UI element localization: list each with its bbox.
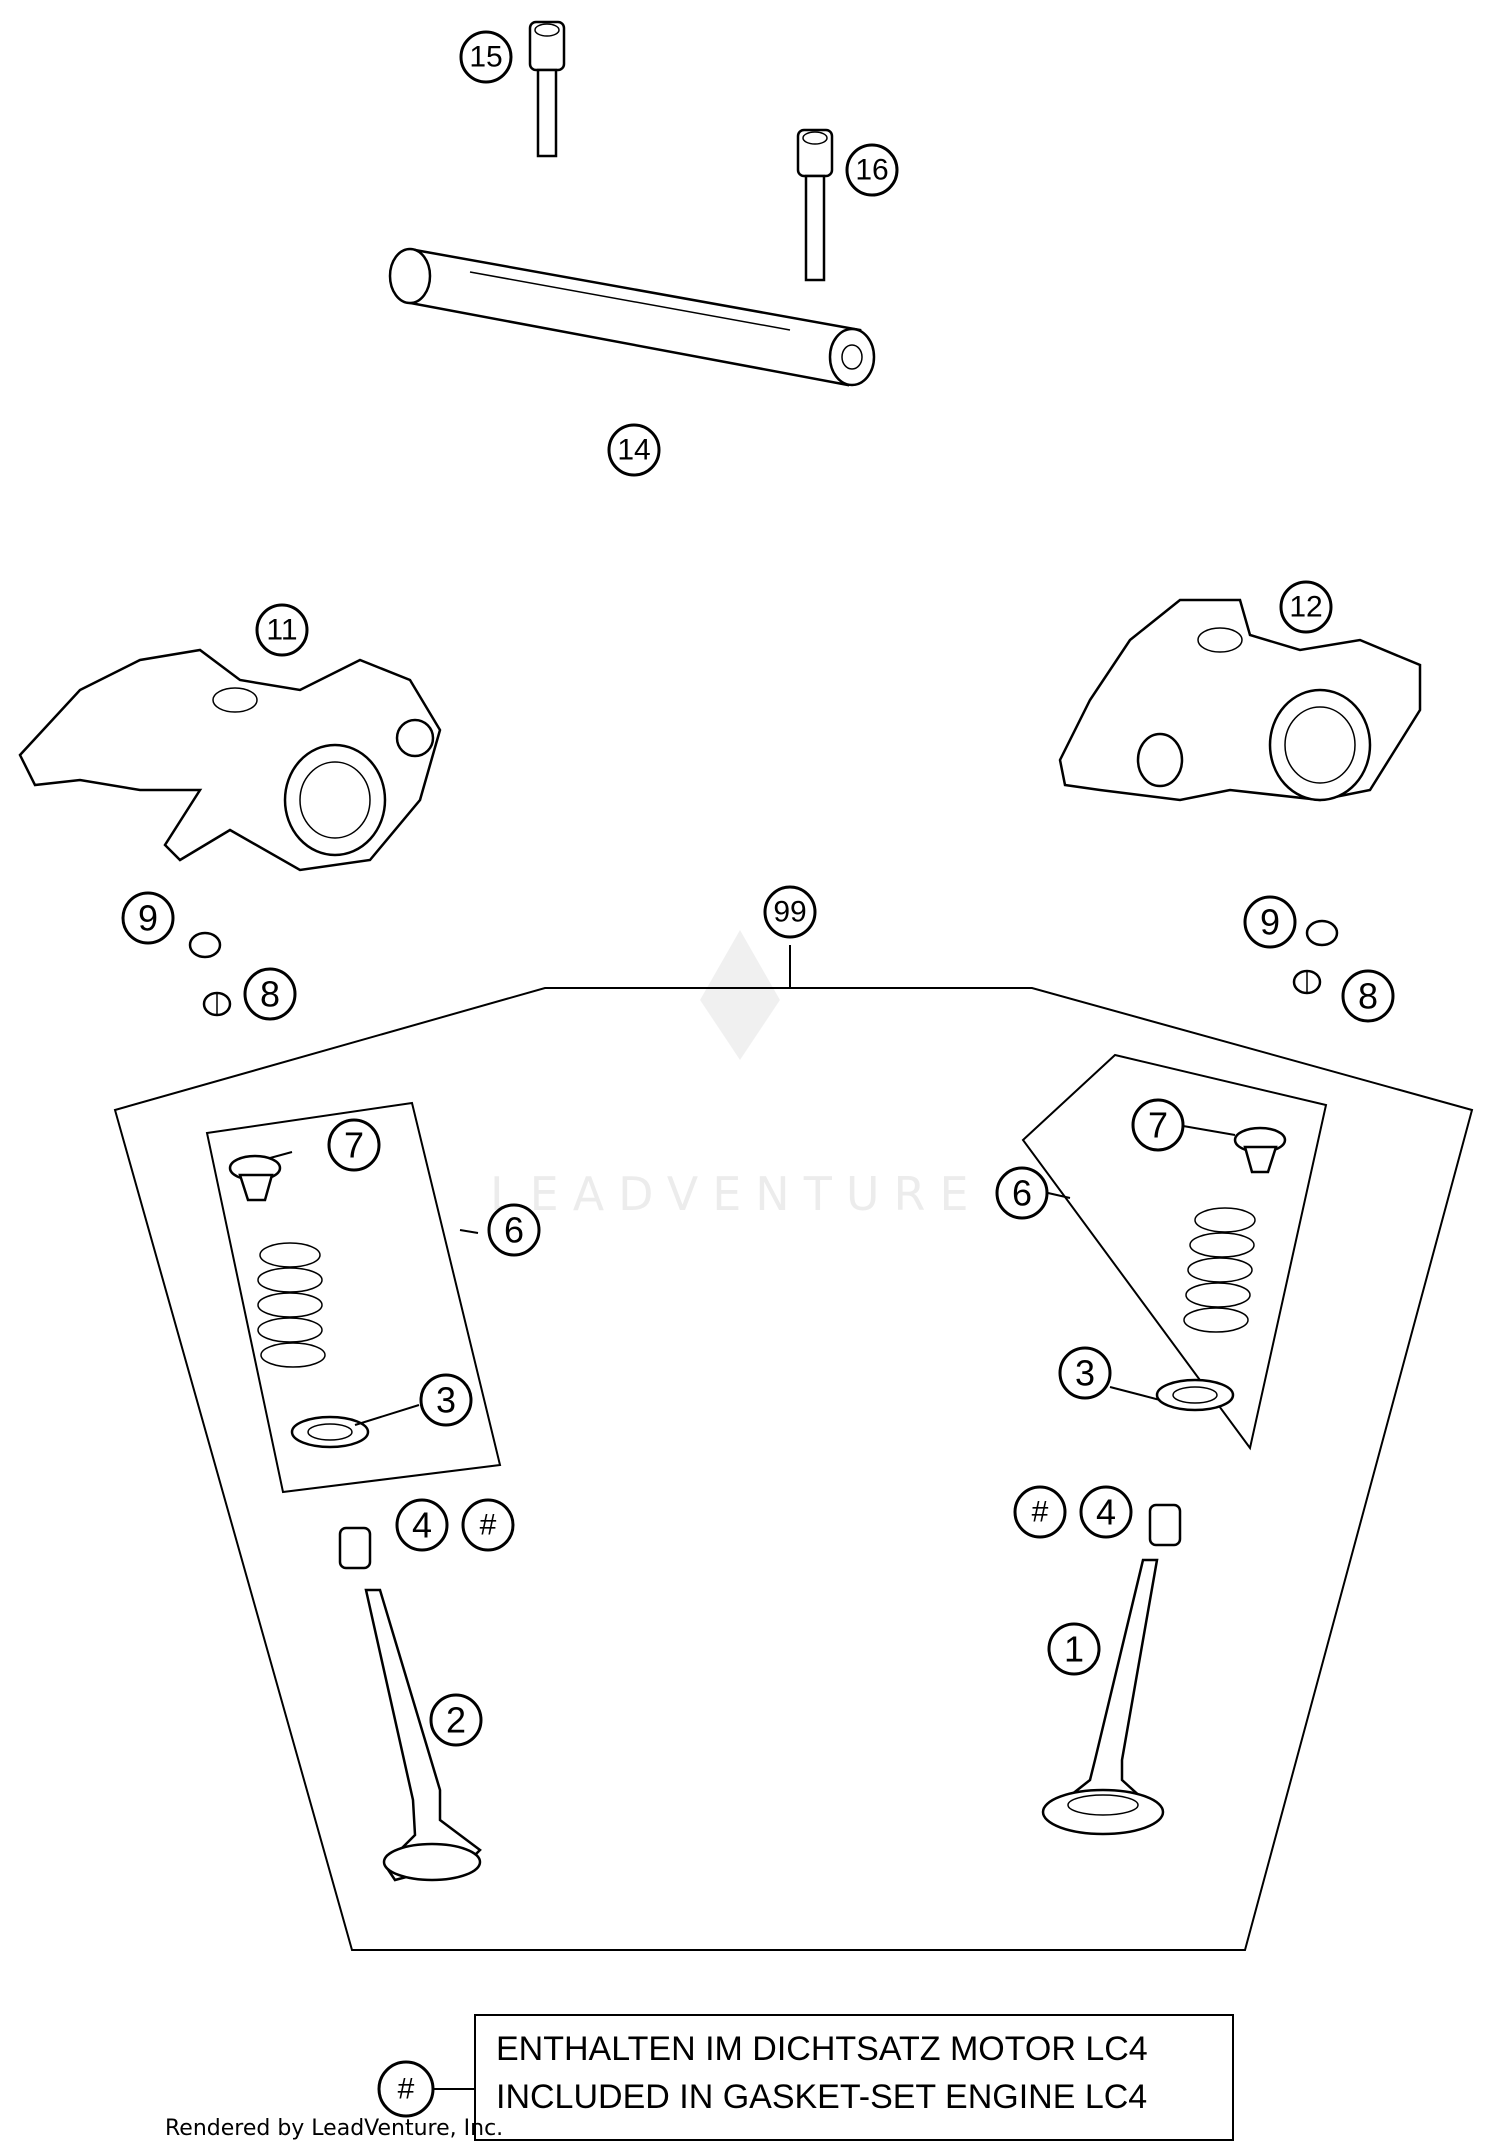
svg-text:2: 2 — [446, 1700, 466, 1741]
svg-text:#: # — [480, 1509, 497, 1542]
svg-text:16: 16 — [855, 154, 888, 187]
callout-3-right: 3 — [1058, 1346, 1112, 1400]
spring-kit-frame-left — [205, 1101, 502, 1494]
watermark-text: LEADVENTURE — [490, 1167, 983, 1221]
callout-2: 2 — [429, 1693, 483, 1747]
callout-4-left: 4 — [395, 1498, 449, 1552]
render-credit: Rendered by LeadVenture, Inc. — [165, 2116, 503, 2141]
svg-text:#: # — [1032, 1496, 1049, 1529]
valve-cap-9-left — [188, 931, 222, 959]
spring-seat-3-right — [1155, 1378, 1235, 1412]
svg-text:12: 12 — [1289, 591, 1322, 624]
callout-12: 12 — [1279, 580, 1333, 634]
callout-6-right: 6 — [995, 1166, 1049, 1220]
valve-cap-9-right — [1305, 919, 1339, 947]
callout-9-left: 9 — [121, 891, 175, 945]
valve-spring-right — [1183, 1207, 1256, 1333]
valve-spring-left — [257, 1242, 326, 1368]
spring-retainer-7-right — [1233, 1126, 1287, 1174]
callout-14: 14 — [607, 423, 661, 477]
svg-text:4: 4 — [1096, 1492, 1116, 1533]
callout-4-right: 4 — [1079, 1485, 1133, 1539]
legend-box — [474, 2014, 1234, 2141]
callout-3-left: 3 — [419, 1373, 473, 1427]
spring-seat-3-left — [290, 1415, 370, 1449]
bolt-15 — [528, 20, 566, 158]
leader-lines — [269, 1121, 1236, 1426]
svg-text:7: 7 — [1148, 1105, 1168, 1146]
legend-line-english: INCLUDED IN GASKET-SET ENGINE LC4 — [496, 2078, 1147, 2116]
svg-text:4: 4 — [412, 1505, 432, 1546]
svg-text:3: 3 — [1075, 1353, 1095, 1394]
valve-1 — [1041, 1558, 1165, 1836]
spring-retainer-7-left — [228, 1154, 282, 1202]
callout-7-right: 7 — [1131, 1098, 1185, 1152]
callout-6-left: 6 — [487, 1203, 541, 1257]
svg-text:99: 99 — [773, 896, 806, 929]
watermark-logo — [700, 930, 780, 1060]
callout-99: 99 — [763, 885, 817, 939]
legend-hash-symbol: # — [398, 2073, 415, 2106]
rocker-shaft-14 — [388, 247, 876, 387]
watermark: LEADVENTURE — [490, 930, 983, 1221]
svg-text:7: 7 — [344, 1125, 364, 1166]
kit-frame-99 — [113, 987, 1474, 1951]
callout-1: 1 — [1047, 1622, 1101, 1676]
valve-stem-seal-4-left — [338, 1526, 372, 1570]
callout-9-right: 9 — [1243, 895, 1297, 949]
svg-text:9: 9 — [138, 898, 158, 939]
rocker-arm-11 — [18, 648, 442, 872]
rocker-arm-12 — [1058, 598, 1422, 802]
svg-text:11: 11 — [266, 614, 297, 647]
legend-line-german: ENTHALTEN IM DICHTSATZ MOTOR LC4 — [496, 2030, 1148, 2068]
valve-collet-8-right — [1292, 969, 1322, 995]
valve-stem-seal-4-right — [1148, 1503, 1182, 1547]
valve-collet-8-left — [202, 991, 232, 1017]
callout-hash-right: # — [1013, 1485, 1067, 1539]
callout-16: 16 — [845, 143, 899, 197]
legend: # ENTHALTEN IM DICHTSATZ MOTOR LC4 INCLU… — [377, 2014, 1234, 2141]
callout-7-left: 7 — [327, 1118, 381, 1172]
callout-11: 11 — [255, 603, 309, 657]
svg-text:9: 9 — [1260, 902, 1280, 943]
svg-text:8: 8 — [260, 974, 280, 1015]
svg-text:6: 6 — [504, 1210, 524, 1251]
bolt-16 — [796, 128, 834, 282]
svg-text:6: 6 — [1012, 1173, 1032, 1214]
svg-text:1: 1 — [1064, 1629, 1084, 1670]
svg-text:8: 8 — [1358, 976, 1378, 1017]
callout-15: 15 — [459, 30, 513, 84]
svg-text:15: 15 — [469, 41, 502, 74]
callout-hash-left: # — [461, 1498, 515, 1552]
valve-2 — [364, 1588, 482, 1882]
svg-text:3: 3 — [436, 1380, 456, 1421]
callout-8-left: 8 — [243, 967, 297, 1021]
svg-text:14: 14 — [617, 434, 650, 467]
callout-8-right: 8 — [1341, 969, 1395, 1023]
spring-kit-frame-right — [1021, 1053, 1328, 1451]
